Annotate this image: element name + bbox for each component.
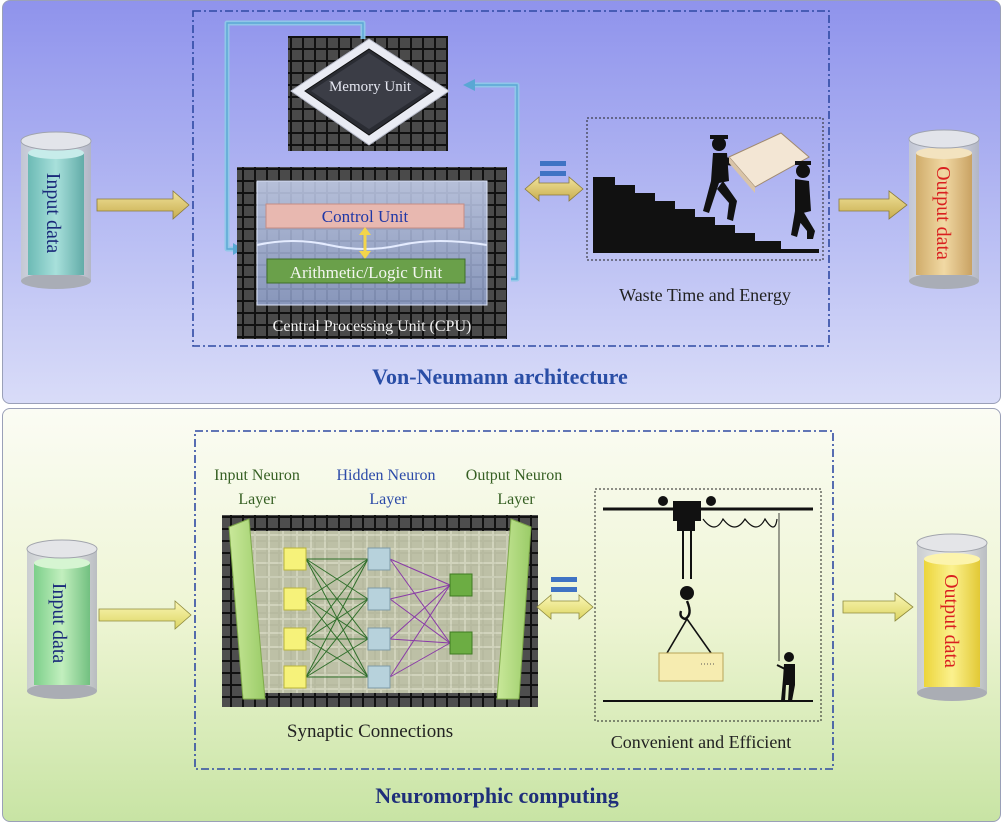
output-layer-wall — [496, 518, 532, 700]
synapse-line — [389, 638, 451, 644]
memory-unit-label: Memory Unit — [329, 79, 412, 95]
output-layer-label-line2: Layer — [497, 491, 535, 508]
analogy-box — [586, 117, 824, 261]
input-data-label: Input data — [42, 173, 64, 254]
input-data-cylinder — [20, 131, 92, 289]
neurons — [283, 547, 473, 689]
neuromorphic-diagram: Input data Input Neuron Layer Hidden Neu… — [26, 430, 988, 808]
input-neuron — [283, 665, 307, 689]
input-layer-label-line2: Layer — [238, 491, 276, 508]
crane-hook-icon — [603, 496, 813, 702]
hidden-neuron — [367, 587, 391, 611]
equals-icon — [540, 161, 566, 176]
alu-box — [266, 258, 466, 284]
arrow-right-icon — [96, 190, 190, 220]
synaptic-connections-label: Synaptic Connections — [287, 721, 453, 742]
synapse-line — [305, 558, 369, 678]
synapse-line — [389, 598, 451, 644]
synaptic-connections — [305, 558, 451, 678]
alu-label: Arithmetic/Logic Unit — [290, 263, 443, 282]
synapse-line — [305, 598, 369, 678]
input-neuron — [283, 627, 307, 651]
worker-remote-icon — [776, 652, 795, 701]
hidden-neuron — [367, 665, 391, 689]
dashed-frame — [192, 10, 830, 347]
control-unit-label: Control Unit — [322, 207, 409, 226]
double-arrow-icon — [536, 594, 594, 620]
synapse-line — [389, 642, 451, 678]
arrow-right-icon — [98, 600, 192, 630]
synapse-line — [305, 558, 369, 600]
bus-lines-inner — [226, 22, 518, 280]
input-neuron — [283, 587, 307, 611]
cpu-label: Central Processing Unit (CPU) — [273, 318, 472, 335]
hidden-neuron — [367, 547, 391, 571]
input-layer-label: Input Neuron — [214, 467, 300, 484]
synapse-line — [305, 558, 369, 640]
synapse-line — [389, 584, 451, 600]
synapse-line — [305, 638, 369, 678]
von-neumann-diagram: Input data Memory Unit Control Unit Arit… — [20, 10, 980, 389]
hidden-layer-label-line2: Layer — [369, 491, 407, 508]
input-neuron — [283, 547, 307, 571]
neuromorphic-title: Neuromorphic computing — [375, 783, 618, 808]
synapse-line — [389, 584, 451, 678]
synapse-line — [389, 584, 451, 640]
output-neuron — [449, 573, 473, 597]
arrow-right-icon — [842, 592, 914, 622]
neuromorphic-panel: Input data Input Neuron Layer Hidden Neu… — [2, 408, 1001, 822]
hidden-neuron — [367, 627, 391, 651]
double-arrow-icon — [359, 227, 371, 259]
double-arrow-icon — [524, 176, 584, 202]
von-neumann-title: Von-Neumann architecture — [372, 364, 628, 389]
memory-chip-icon — [290, 38, 450, 146]
hidden-layer-label: Hidden Neuron — [336, 467, 435, 484]
convenient-efficient-label: Convenient and Efficient — [611, 732, 792, 752]
input-layer-wall — [228, 518, 266, 700]
bus-arrowhead — [463, 79, 475, 91]
workers-carrying-box-icon — [593, 132, 819, 253]
output-data-cylinder — [916, 533, 988, 701]
waste-time-label: Waste Time and Energy — [619, 285, 791, 305]
dashed-frame — [194, 430, 834, 770]
synapse-line — [389, 558, 451, 644]
output-layer-label: Output Neuron — [466, 467, 562, 484]
control-unit-box — [265, 203, 465, 229]
von-neumann-panel: Input data Memory Unit Control Unit Arit… — [2, 0, 1001, 404]
input-data-cylinder — [26, 539, 98, 699]
cpu-wave — [256, 240, 488, 250]
input-data-label: Input data — [48, 583, 70, 664]
output-neuron — [449, 631, 473, 655]
analogy-box — [594, 488, 822, 722]
output-data-label: Output data — [932, 166, 954, 260]
synapse-line — [389, 558, 451, 586]
equals-icon — [551, 577, 577, 592]
arrow-right-icon — [838, 190, 908, 220]
output-data-label: Output data — [940, 574, 962, 668]
output-data-cylinder — [908, 129, 980, 289]
cpu-glass — [256, 180, 488, 306]
